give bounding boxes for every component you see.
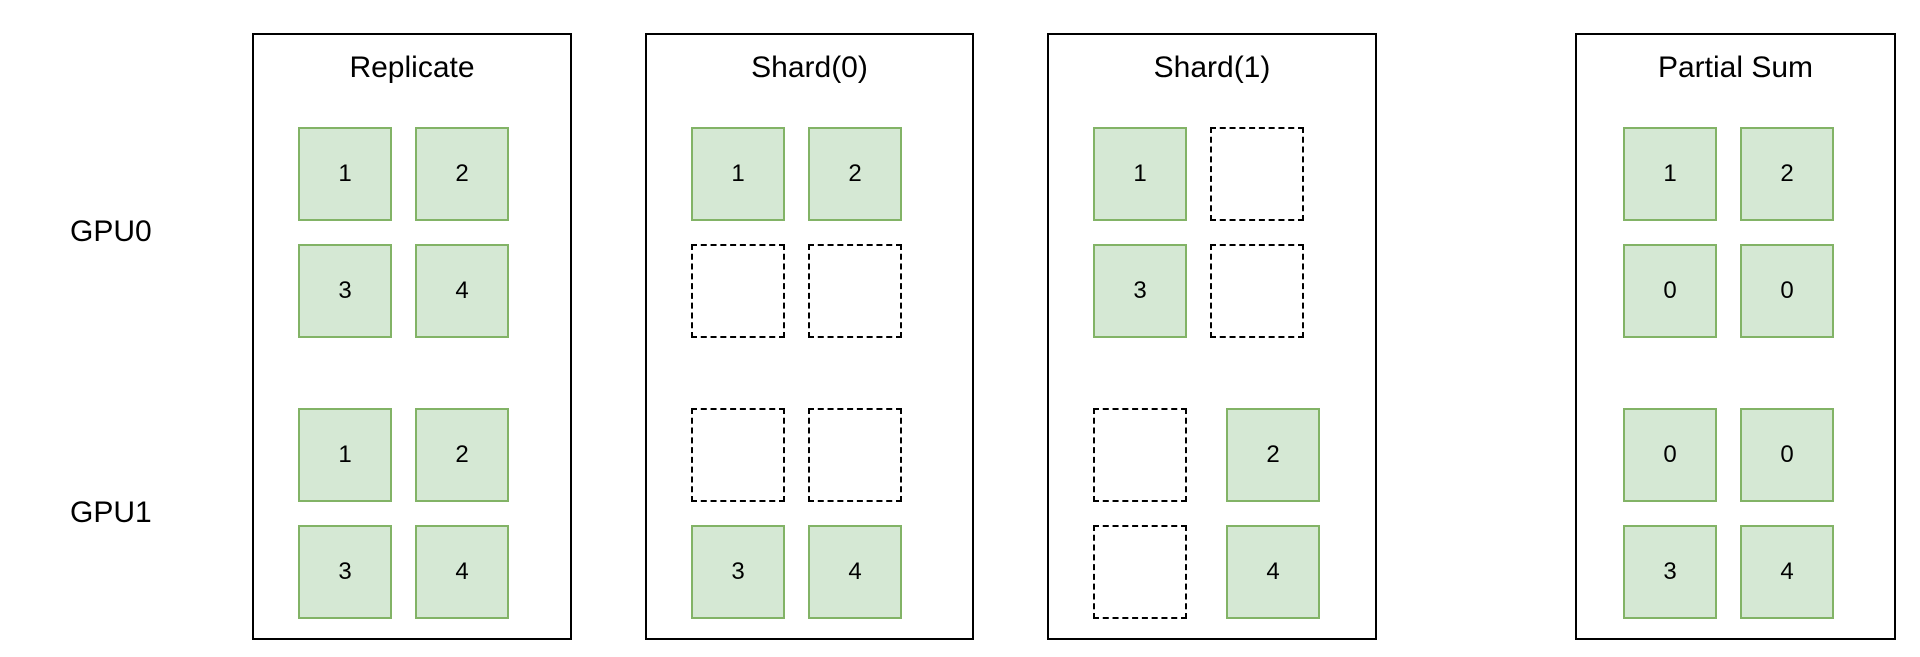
gpu0-cell-3: 3 [1093,244,1187,338]
gpu1-cell-1: 1 [298,408,392,502]
gpu1-cell-3: 3 [1623,525,1717,619]
panel-partial-sum: Partial Sum 1 2 0 0 0 0 3 4 [1575,33,1896,640]
gpu1-cell-3 [1093,525,1187,619]
gpu0-cell-3 [691,244,785,338]
gpu1-cell-2: 0 [1740,408,1834,502]
gpu1-cell-4: 4 [1226,525,1320,619]
gpu1-cell-4: 4 [1740,525,1834,619]
gpu0-cell-4 [1210,244,1304,338]
gpu0-label: GPU0 [70,215,152,248]
gpu1-cell-3: 3 [298,525,392,619]
gpu1-cell-4: 4 [415,525,509,619]
gpu0-cell-2: 2 [1740,127,1834,221]
gpu0-cell-1: 1 [691,127,785,221]
gpu1-cell-1: 0 [1623,408,1717,502]
gpu1-cell-2: 2 [415,408,509,502]
panel-title: Replicate [349,51,475,84]
gpu0-cell-1: 1 [298,127,392,221]
panel-title: Shard(1) [1153,51,1271,84]
gpu0-cell-4 [808,244,902,338]
panel-shard-1: Shard(1) 1 3 2 4 [1047,33,1377,640]
gpu0-cell-2: 2 [808,127,902,221]
gpu0-cell-2 [1210,127,1304,221]
gpu1-cell-2: 2 [1226,408,1320,502]
gpu0-cell-1: 1 [1093,127,1187,221]
panel-replicate: Replicate 1 2 3 4 1 2 3 4 [252,33,572,640]
gpu0-cell-1: 1 [1623,127,1717,221]
gpu1-cell-4: 4 [808,525,902,619]
gpu0-cell-2: 2 [415,127,509,221]
panel-title: Shard(0) [751,51,868,84]
gpu1-cell-1 [1093,408,1187,502]
gpu0-cell-3: 0 [1623,244,1717,338]
gpu1-cell-1 [691,408,785,502]
panel-shard-0: Shard(0) 1 2 3 4 [645,33,974,640]
gpu0-cell-4: 0 [1740,244,1834,338]
panel-title: Partial Sum [1657,51,1814,84]
gpu1-cell-3: 3 [691,525,785,619]
gpu0-cell-4: 4 [415,244,509,338]
gpu1-label: GPU1 [70,496,152,529]
gpu1-cell-2 [808,408,902,502]
gpu0-cell-3: 3 [298,244,392,338]
